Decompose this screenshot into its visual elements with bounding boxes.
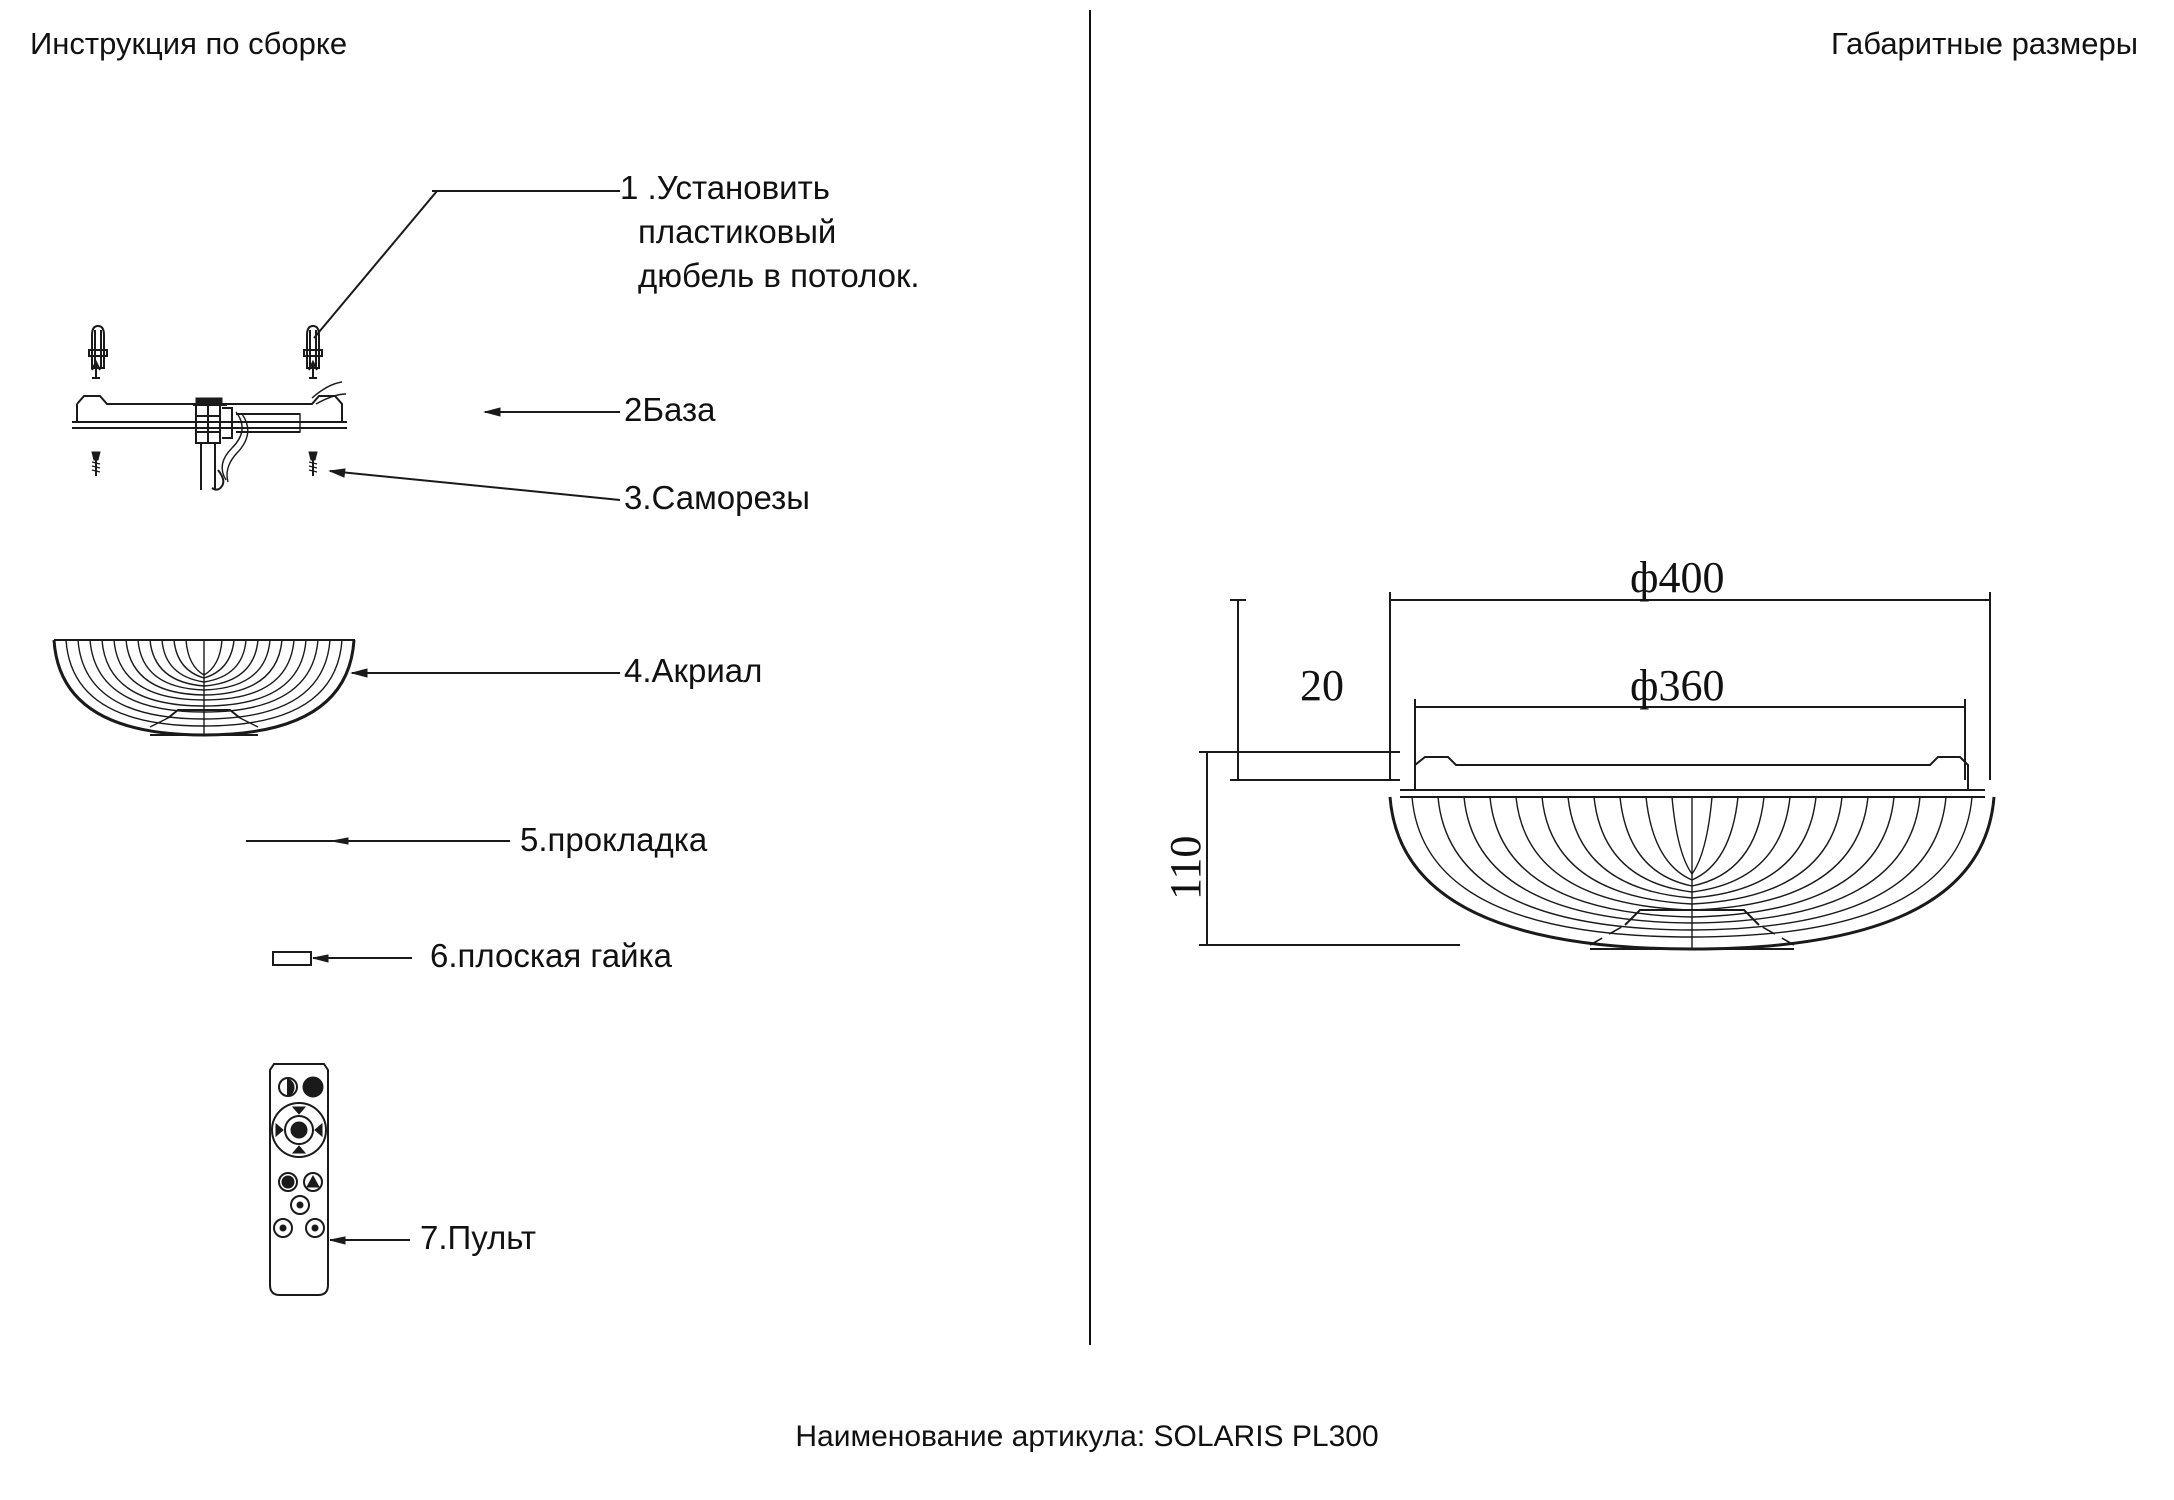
leader-line-item-2 [483, 407, 620, 417]
dimension-label-base-height: 20 [1300, 661, 1344, 710]
callout-item-3: 3.Саморезы [624, 479, 810, 516]
acrylic-diffuser-drawing [52, 639, 356, 737]
plastic-dowel-right [303, 324, 323, 369]
article-caption: Наименование артикула: SOLARIS PL300 [795, 1420, 1379, 1453]
dimension-inner-diameter [1414, 699, 1966, 780]
dimension-label-inner-diameter: ф360 [1630, 661, 1725, 710]
dimension-label-outer-diameter: ф400 [1630, 553, 1725, 602]
self-tapping-screw-right [308, 451, 318, 476]
self-tapping-screw-left [91, 451, 101, 476]
base-plate-drawing [72, 359, 347, 491]
callout-item-1-line1: 1 .Установить [620, 169, 830, 206]
lamp-section-drawing [1388, 756, 1996, 951]
panel-divider [1089, 10, 1091, 1345]
header-assembly-instruction: Инструкция по сборке [30, 26, 348, 61]
gasket-drawing [246, 837, 510, 845]
remote-control-drawing [269, 1063, 329, 1296]
leader-line-item-3 [328, 468, 621, 501]
dimension-label-total-height: 110 [1161, 835, 1210, 900]
dimension-total-height [1199, 751, 1460, 946]
leader-line-item-1 [313, 190, 620, 339]
callout-item-7: 7.Пульт [420, 1219, 536, 1256]
callout-item-6: 6.плоская гайка [430, 937, 673, 974]
leader-line-item-7 [329, 1236, 410, 1245]
callout-item-1: 1 .Установить пластиковый дюбель в потолок… [620, 166, 920, 298]
callout-item-2: 2База [624, 391, 716, 428]
callout-item-1-line3: дюбель в потолок. [638, 257, 920, 294]
callout-item-5: 5.прокладка [520, 821, 708, 858]
flat-nut-drawing [272, 951, 412, 966]
callout-item-1-line2: пластиковый [638, 213, 837, 250]
leader-line-item-4 [350, 668, 620, 678]
header-overall-dimensions: Габаритные размеры [1830, 26, 2138, 61]
plastic-dowel-left [88, 324, 108, 369]
callout-item-4: 4.Акриал [624, 652, 763, 689]
